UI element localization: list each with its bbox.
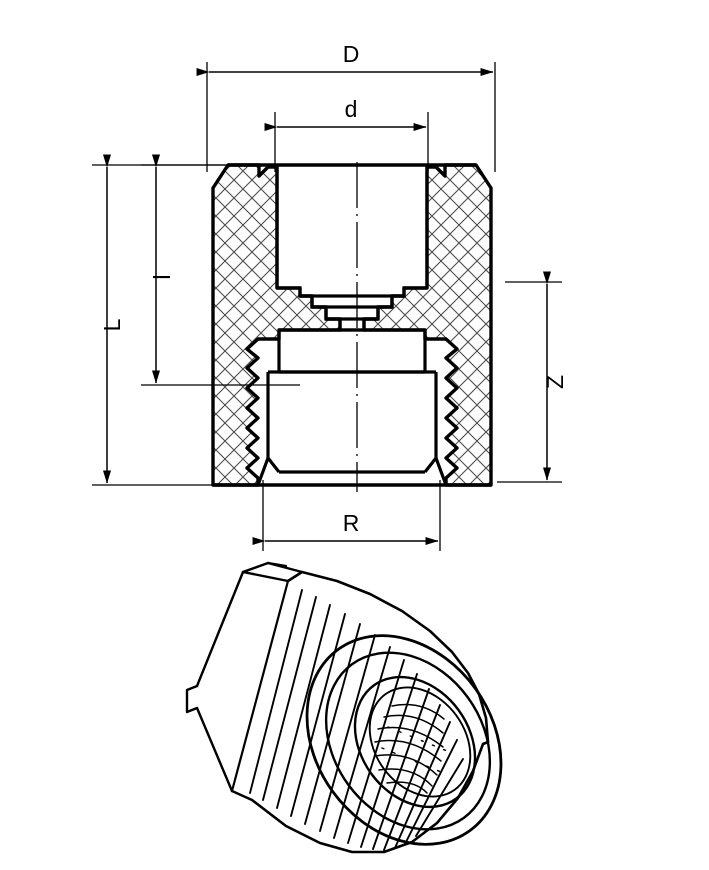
lower-bore-left (266, 372, 281, 473)
iso-barrel-lower-silhouette (250, 740, 490, 854)
iso-rib (415, 758, 464, 837)
iso-internal-threads (374, 703, 445, 794)
iso-rib (360, 673, 418, 848)
iso-thread-line (386, 781, 428, 794)
dimension-D (196, 62, 496, 172)
lower-bore-right (423, 372, 438, 473)
iso-rib (347, 659, 405, 844)
iso-bore-dot-line (381, 747, 447, 775)
iso-rib (319, 634, 376, 832)
step-ring-2 (300, 294, 404, 309)
iso-rib (304, 623, 361, 825)
iso-thread-line (374, 754, 438, 776)
iso-rib (276, 604, 331, 809)
iso-rib-band-front (230, 579, 290, 793)
iso-thread-line (377, 726, 444, 748)
dim-label-Z: Z (542, 375, 568, 389)
dim-label-D: D (343, 41, 360, 67)
dim-label-L: L (99, 318, 125, 331)
iso-rear-left-edge (195, 570, 245, 688)
iso-rear-top-ridge (266, 561, 288, 568)
isometric-view (185, 561, 503, 854)
dimension-R (252, 480, 441, 551)
iso-rib (383, 704, 441, 851)
iso-face-rim (324, 651, 492, 831)
iso-bore-inner (368, 686, 472, 798)
iso-bore-rim (353, 675, 477, 809)
dim-label-d: d (345, 96, 358, 122)
dimension-Z (497, 271, 562, 483)
dim-label-l: l (149, 274, 175, 279)
iso-rear-notch (185, 684, 199, 714)
iso-rib (290, 613, 346, 817)
iso-rib (262, 596, 317, 801)
step-ring-3 (312, 305, 392, 321)
internal-bore-detail (256, 167, 448, 486)
dimension-annotations (92, 62, 562, 551)
step-ring-1 (277, 286, 427, 298)
iso-thread-line (378, 768, 433, 787)
dim-label-R: R (343, 510, 360, 536)
iso-outer-rim (305, 634, 503, 846)
iso-rear-bottom (195, 706, 234, 793)
iso-bore-dots (381, 726, 453, 775)
section-view (211, 162, 493, 492)
dimension-l (141, 154, 300, 386)
iso-rear-inner-edge (230, 789, 254, 802)
bore-mouth-left (256, 457, 270, 486)
iso-thread-line (391, 703, 445, 720)
iso-barrel-upper-silhouette (286, 570, 490, 744)
iso-rib (249, 589, 303, 794)
iso-rib (333, 646, 391, 839)
iso-thread-line (374, 739, 442, 762)
iso-front-face (305, 634, 503, 846)
iso-bore-dot-line (387, 726, 453, 754)
dimension-labels: D d L l Z R (99, 41, 568, 536)
iso-rib (404, 739, 458, 845)
iso-ribs (249, 589, 464, 851)
dimension-d (264, 112, 429, 172)
iso-rear-end (185, 561, 304, 802)
bore-mouth-right (434, 457, 448, 486)
iso-thread-line (383, 714, 444, 734)
